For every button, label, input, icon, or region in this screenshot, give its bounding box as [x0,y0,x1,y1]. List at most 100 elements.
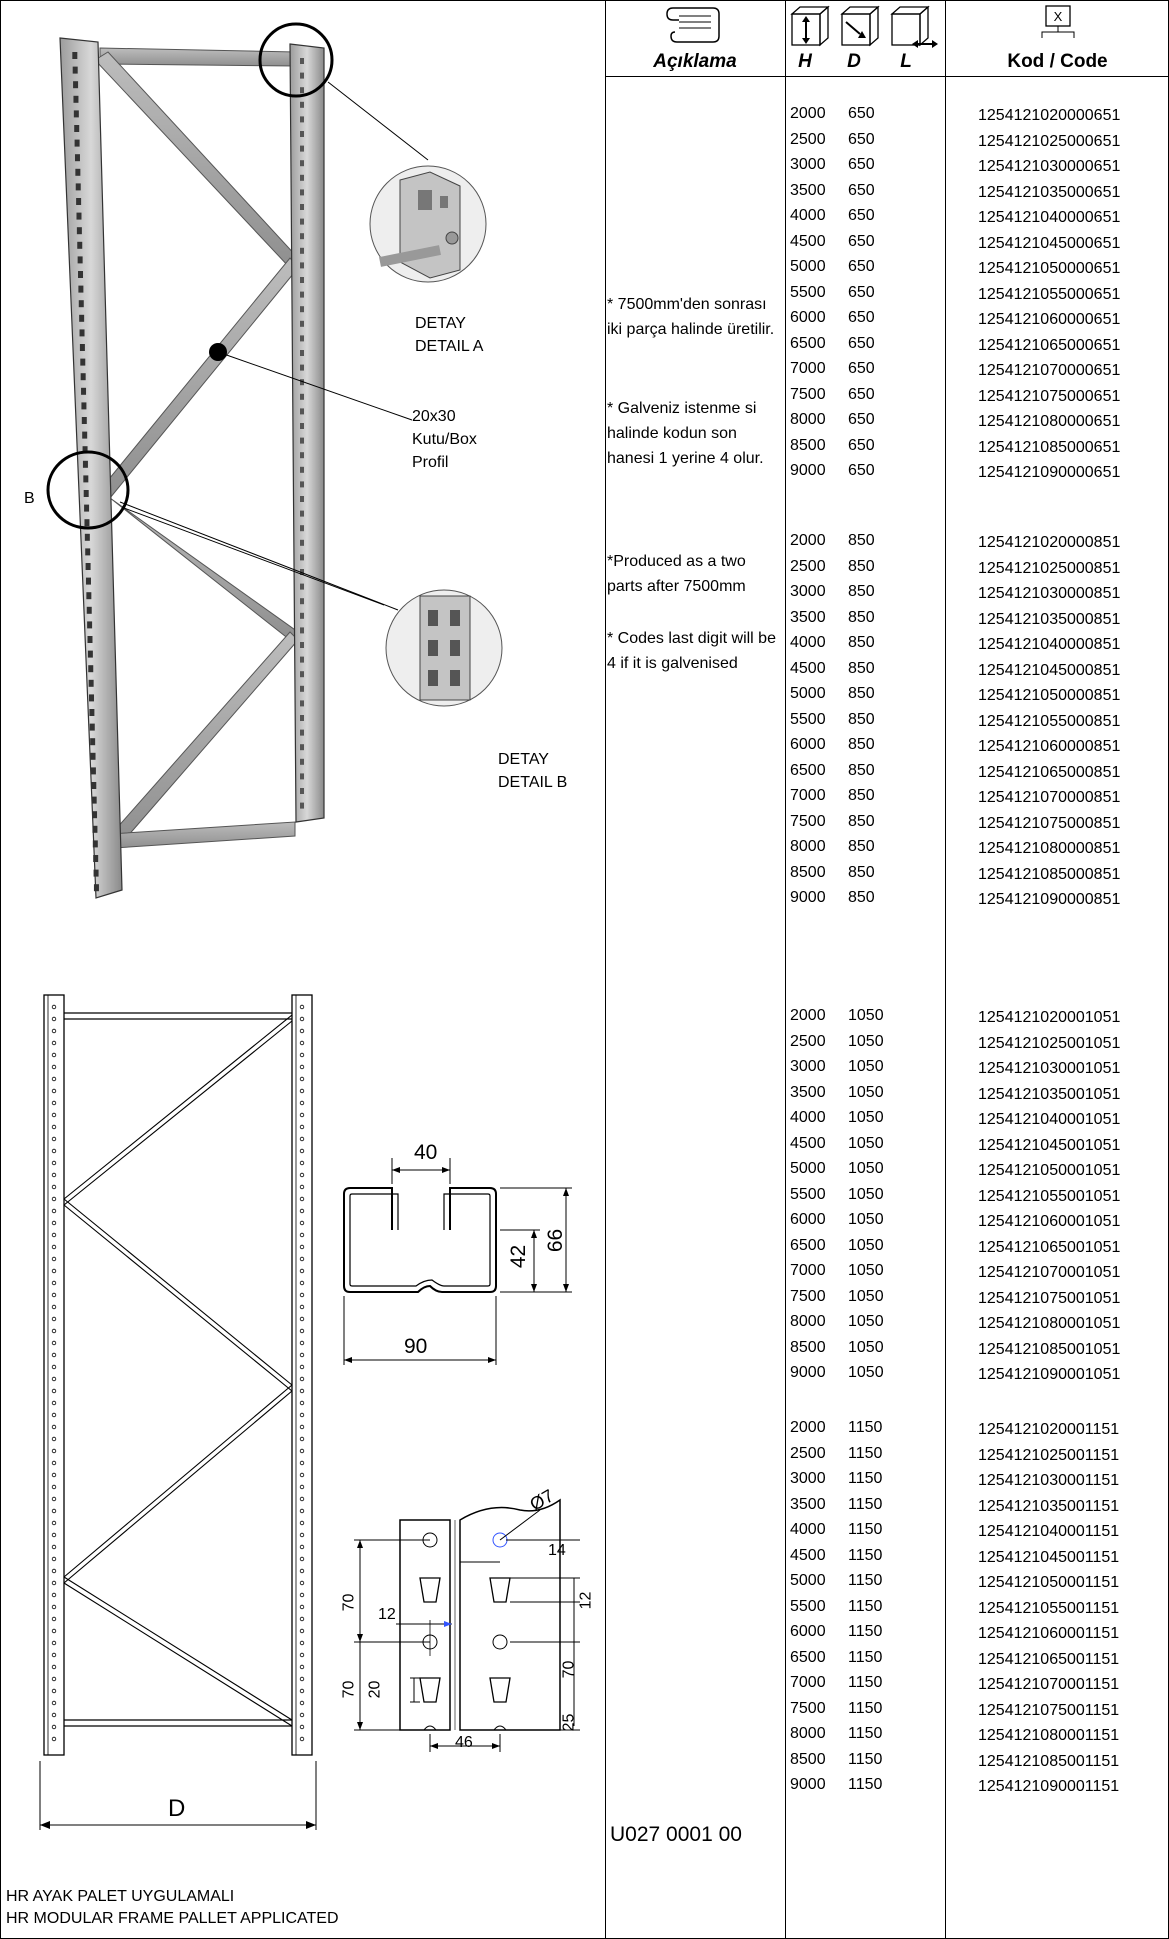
post-hole [300,277,304,283]
note-tr-galvanized: * Galveniz istenme si halinde kodun son … [607,400,764,467]
post-hole [300,539,304,546]
product-code: 1254121060000851 [978,738,1121,755]
dimension-d-label: D [168,1795,186,1822]
profile-label-profil: Profil [412,454,449,471]
post-hole [51,1256,57,1262]
height-value: 5500 [790,710,826,728]
height-value: 4000 [790,207,826,224]
post-hole [73,110,79,118]
post-hole [300,496,304,502]
product-code: 1254121065000851 [978,763,1121,781]
depth-value: 650 [848,360,875,377]
post-hole [72,66,78,74]
post-hole [51,1160,57,1166]
post-hole [83,490,89,497]
post-hole [299,1556,305,1562]
depth-value: 850 [848,557,875,575]
depth-value: 850 [848,812,875,830]
table-row: 3500 1150 [790,1492,965,1518]
post-hole [92,825,98,833]
hole-detail-drawing [354,1498,580,1752]
post-hole [79,314,85,322]
post-hole [81,387,87,395]
dim-42: 42 [507,1244,531,1269]
post-hole [300,247,304,254]
post-hole [51,1016,57,1022]
product-code: 1254121070000651 [978,362,1121,379]
post-hole [51,1436,57,1442]
post-hole [299,1136,305,1142]
post-hole [299,1388,305,1394]
product-code: 1254121020000851 [978,534,1121,551]
post-hole [299,1064,305,1070]
depth-value: 1050 [848,1007,884,1024]
product-code: 1254121085000851 [978,865,1121,883]
post-hole [299,1712,305,1718]
height-value: 4500 [790,1546,826,1564]
product-code: 1254121045000651 [978,234,1121,252]
product-code: 1254121070000851 [978,789,1121,806]
detail-a-label-tr: DETAY [415,315,466,332]
depth-value: 1150 [848,1597,883,1615]
height-value: 5000 [790,685,826,702]
height-value: 8500 [790,436,826,454]
dim-12-slot: 12 [577,1591,595,1610]
post-hole [51,1316,57,1322]
detail-a-label-en: DETAIL A [415,338,484,355]
post-hole [299,1568,305,1574]
dim-14: 14 [548,1542,566,1559]
product-code: 1254121065000651 [978,336,1121,354]
post-hole [300,481,304,488]
height-value: 3500 [790,1083,826,1101]
height-value: 7500 [790,385,826,403]
depth-value: 1050 [848,1134,884,1152]
depth-value: 1050 [848,1262,884,1279]
post-hole [51,1700,57,1706]
height-value: 6500 [790,1648,826,1666]
product-code: 1254121070001151 [978,1676,1120,1693]
post-hole [300,598,304,605]
header-d: D [847,51,861,72]
length-box-icon [890,5,938,48]
post-hole [85,548,91,556]
post-hole [51,1280,57,1286]
product-code: 1254121080001151 [978,1727,1120,1744]
product-code: 1254121075001051 [978,1289,1121,1307]
post-hole [300,758,304,765]
post-hole [299,1004,305,1010]
depth-value: 1050 [848,1338,884,1356]
post-hole [51,1400,57,1406]
post-hole [51,1532,57,1538]
height-value: 3500 [790,1495,826,1513]
height-value: 6500 [790,761,826,779]
product-code: 1254121045000851 [978,661,1121,679]
post-hole [82,460,88,468]
height-value: 5000 [790,1572,826,1589]
post-hole [299,1544,305,1550]
post-hole [74,125,80,132]
height-value: 4500 [790,232,826,250]
depth-value: 1150 [848,1495,883,1513]
height-value: 3000 [790,156,826,173]
depth-value: 650 [848,232,875,250]
post-hole [300,685,304,692]
post-hole [51,1064,57,1070]
post-hole [51,1220,57,1226]
post-hole [299,1112,305,1118]
post-hole [51,1112,57,1118]
product-code: 1254121075000651 [978,387,1121,405]
depth-value: 650 [848,309,875,326]
post-hole [51,1364,57,1370]
height-value: 5000 [790,258,826,275]
post-hole [51,1292,57,1298]
